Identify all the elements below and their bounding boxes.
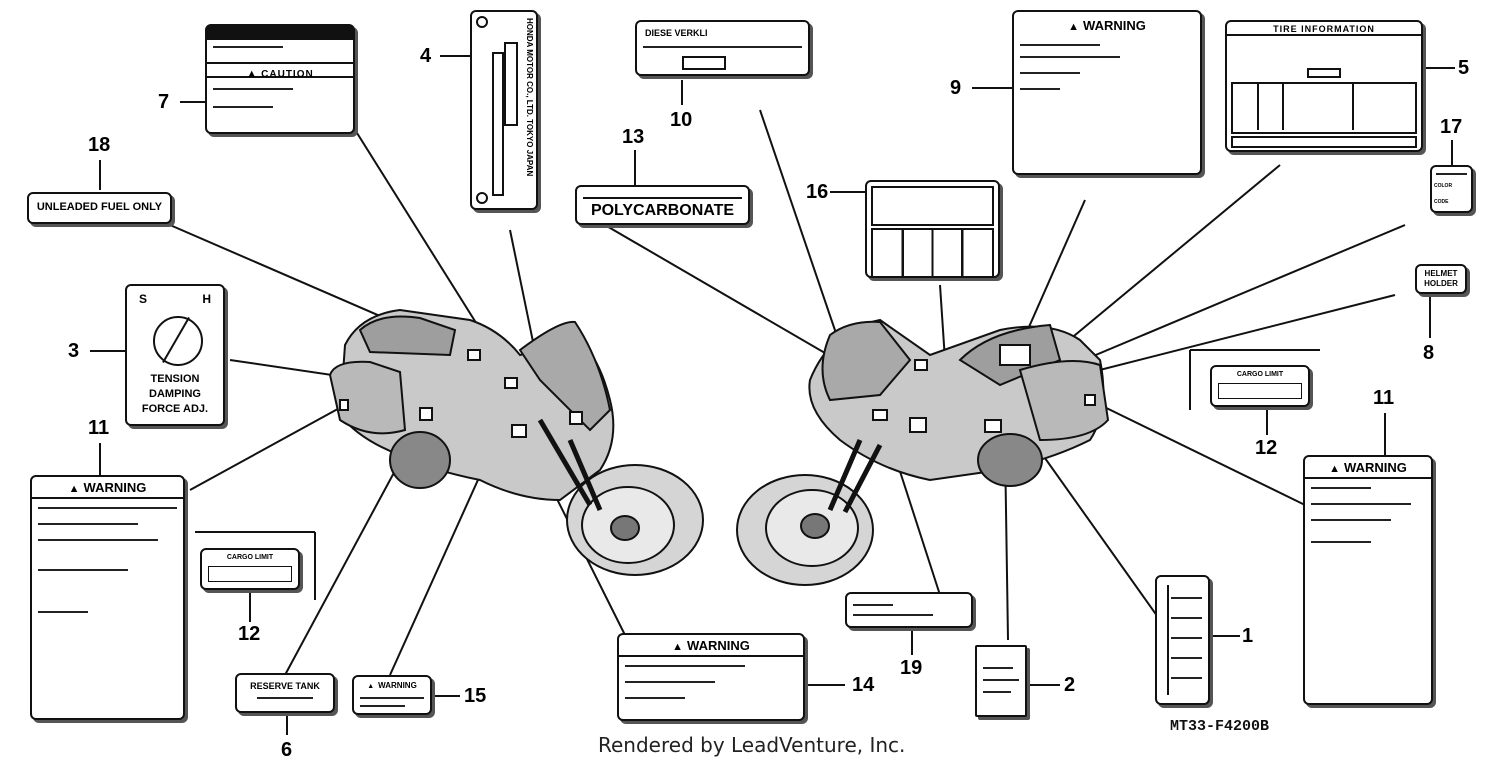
callout-4: 4 <box>420 45 432 67</box>
helmet-line-1: HELMET <box>1424 269 1458 278</box>
leader-16 <box>939 284 946 361</box>
label-2 <box>975 645 1027 717</box>
label-9-warning: ▲WARNING <box>1012 10 1202 175</box>
label-15-warning-small: ▲WARNING <box>352 675 432 715</box>
callout-11-left: 11 <box>88 417 110 439</box>
callout-11-right: 11 <box>1373 387 1395 409</box>
dial-icon <box>153 316 203 366</box>
tension-line-2: DAMPING <box>149 388 201 400</box>
caution-heading: CAUTION <box>261 69 314 80</box>
label-13-polycarbonate: POLYCARBONATE <box>575 185 750 225</box>
label-11-warning-right: ▲WARNING <box>1303 455 1433 705</box>
callout-3: 3 <box>68 340 80 362</box>
callout-7: 7 <box>158 91 170 113</box>
callout-12-left: 12 <box>238 623 261 645</box>
warning-heading-15: WARNING <box>378 681 417 690</box>
diesel-heading: DIESE VERKLI <box>645 28 708 38</box>
motorcycle-left <box>328 308 704 576</box>
label-17-color-code: COLOR CODE <box>1430 165 1473 213</box>
leader-lines <box>90 55 1455 735</box>
motorcycle-right <box>736 318 1110 586</box>
tension-h: H <box>202 292 211 306</box>
warning-heading-14: WARNING <box>687 638 750 653</box>
part-code: MT33-F4200B <box>1170 718 1270 735</box>
cargo-limit-right: CARGO LIMIT <box>1236 371 1284 378</box>
callout-19: 19 <box>900 657 923 679</box>
label-8-helmet-holder: HELMET HOLDER <box>1415 264 1467 294</box>
label-5-tire-information: TIRE INFORMATION <box>1225 20 1423 152</box>
tire-info-heading: TIRE INFORMATION <box>1227 24 1421 36</box>
cargo-limit-left: CARGO LIMIT <box>226 554 274 561</box>
leader-5 <box>1044 164 1281 361</box>
unleaded-text: UNLEADED FUEL ONLY <box>36 201 163 213</box>
label-16 <box>865 180 1000 278</box>
label-1 <box>1155 575 1210 705</box>
warning-heading-9: WARNING <box>1083 18 1146 33</box>
label-10-diesel: DIESE VERKLI <box>635 20 810 76</box>
callout-18: 18 <box>88 134 111 156</box>
label-3-tension: S H TENSION DAMPING FORCE ADJ. <box>125 284 225 426</box>
leader-17 <box>1059 224 1406 371</box>
callout-13: 13 <box>622 126 645 148</box>
label-18-unleaded: UNLEADED FUEL ONLY <box>27 192 172 224</box>
callout-2: 2 <box>1064 674 1076 696</box>
label-14-warning: ▲WARNING <box>617 633 805 721</box>
tension-line-3: FORCE ADJ. <box>141 403 209 415</box>
helmet-line-2: HOLDER <box>1424 279 1458 288</box>
leader-1 <box>1024 429 1161 621</box>
label-4-honda-motor: HONDA MOTOR CO., LTD. TOKYO JAPAN <box>470 10 538 210</box>
callout-6: 6 <box>281 739 293 761</box>
label-11-warning-left: ▲WARNING <box>30 475 185 720</box>
label-7-caution: ▲CAUTION <box>205 24 355 134</box>
callout-14: 14 <box>852 674 875 696</box>
leader-8 <box>1079 294 1396 376</box>
tension-line-1: TENSION <box>150 373 200 385</box>
warning-heading-11-right: WARNING <box>1344 460 1407 475</box>
reserve-tank-text: RESERVE TANK <box>250 681 320 691</box>
callout-16: 16 <box>806 181 829 203</box>
callout-15: 15 <box>464 685 487 707</box>
honda-motor-text: HONDA MOTOR CO., LTD. TOKYO JAPAN <box>525 18 534 177</box>
callout-17: 17 <box>1440 116 1463 138</box>
color-text: COLOR <box>1434 183 1453 189</box>
leader-11-right <box>1089 399 1306 506</box>
label-12-cargo-right: CARGO LIMIT <box>1210 365 1310 407</box>
callout-8: 8 <box>1423 342 1435 364</box>
label-19 <box>845 592 973 628</box>
code-text: CODE <box>1434 199 1449 205</box>
callout-5: 5 <box>1458 57 1470 79</box>
polycarbonate-text: POLYCARBONATE <box>590 202 735 219</box>
label-6-reserve-tank: RESERVE TANK <box>235 673 335 713</box>
callout-1: 1 <box>1242 625 1254 647</box>
leader-11-left <box>189 404 346 491</box>
footer-credit: Rendered by LeadVenture, Inc. <box>598 733 906 757</box>
tension-s: S <box>139 292 148 306</box>
callout-10: 10 <box>670 109 693 131</box>
leader-10 <box>759 109 841 346</box>
label-12-cargo-left: CARGO LIMIT <box>200 548 300 590</box>
callout-12-right: 12 <box>1255 437 1278 459</box>
warning-heading-11-left: WARNING <box>83 480 147 495</box>
callout-9: 9 <box>950 77 962 99</box>
